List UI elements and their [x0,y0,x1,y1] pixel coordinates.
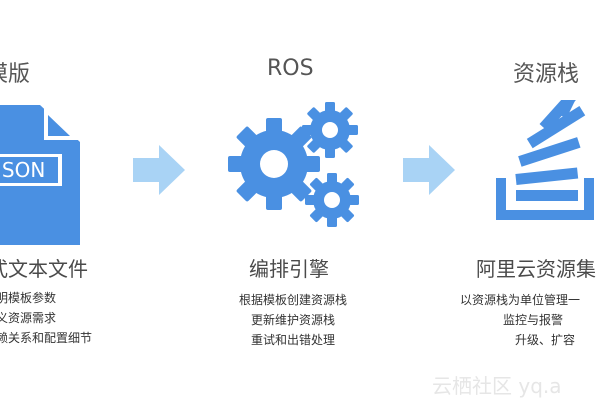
ros-desc-line: 根据模板创建资源栈 [238,293,347,307]
watermark: 云栖社区 yq.a [432,374,562,398]
json-document-icon: JSON [0,105,80,245]
stack-desc-line: 监控与报警 [503,313,564,327]
gears-icon [228,102,359,227]
ros-desc-line: 重试和出错处理 [250,333,335,347]
json-label: JSON [0,158,45,182]
template-subtitle: 式文本文件 [0,257,88,281]
stack-desc-line: 升级、扩容 [515,333,576,347]
stack-desc-line: 以资源栈为单位管理一 [460,293,581,307]
ros-subtitle: 编排引擎 [249,257,329,281]
stack-subtitle: 阿里云资源集 [476,257,596,281]
template-heading: 模版 [0,62,31,87]
template-desc-line: 义资源需求 [0,311,57,325]
arrow-right-icon [403,145,455,195]
stack-icon [496,100,594,220]
ros-description: 根据模板创建资源栈 更新维护资源栈 重试和出错处理 [230,290,356,350]
arrow-right-icon [133,145,185,195]
template-description: 明模板参数 义资源需求 赖关系和配置细节 [0,288,92,348]
ros-desc-line: 更新维护资源栈 [250,313,335,327]
stack-heading: 资源栈 [513,62,580,87]
template-desc-line: 赖关系和配置细节 [0,331,93,345]
ros-heading: ROS [267,56,314,81]
stack-description: 以资源栈为单位管理一 监控与报警 升级、扩容 [460,290,600,350]
template-desc-line: 明模板参数 [0,291,57,305]
